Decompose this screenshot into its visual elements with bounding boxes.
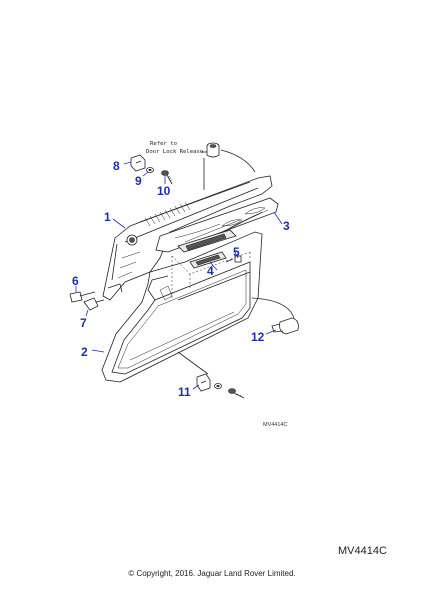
- leader-8: [123, 161, 132, 165]
- leader-9: [142, 171, 149, 177]
- washer-part-11: [214, 383, 222, 389]
- clip-leader: [251, 297, 295, 319]
- leader-7: [85, 309, 89, 317]
- note-line-1: Refer to: [150, 141, 177, 147]
- callout-4: 4: [207, 264, 214, 278]
- screw-part-10: [161, 170, 173, 185]
- washer-part-9: [146, 167, 154, 173]
- leader-5: [233, 249, 239, 259]
- grommet-leader: [220, 149, 256, 173]
- leader-4: [209, 261, 218, 271]
- handle-assembly: [171, 229, 251, 300]
- leader-12: [265, 329, 277, 335]
- callout-1: 1: [104, 210, 111, 224]
- leader-2: [91, 349, 105, 353]
- callout-7: 7: [80, 316, 87, 330]
- callout-11: 11: [178, 385, 191, 399]
- note-line-2: Door Lock Release: [146, 149, 204, 155]
- callout-6: 6: [72, 274, 79, 288]
- copyright-notice: © Copyright, 2016. Jaguar Land Rover Lim…: [128, 569, 296, 578]
- callout-8: 8: [113, 159, 120, 173]
- callout-5: 5: [233, 245, 240, 259]
- trim-panel-part-2: [101, 231, 263, 383]
- callout-12: 12: [251, 330, 265, 344]
- cup-grommet: [206, 142, 220, 158]
- callout-9: 9: [135, 174, 142, 188]
- screw-part-11: [228, 388, 245, 399]
- clip-part-12: [271, 317, 299, 335]
- fastener-part-7: [83, 297, 105, 311]
- leader-11: [192, 384, 200, 390]
- clip-part-8: [130, 154, 146, 172]
- leader-1: [112, 218, 126, 229]
- fastener-part-6: [69, 291, 96, 303]
- leader-3: [273, 211, 283, 225]
- callout-2: 2: [81, 345, 88, 359]
- diagram-code-small: MV4414C: [263, 422, 287, 428]
- callout-3: 3: [283, 219, 290, 233]
- callout-10: 10: [157, 184, 171, 198]
- clip-11-leader: [177, 351, 209, 375]
- diagram-code: MV4414C: [338, 545, 387, 557]
- clip-part-11: [196, 373, 211, 392]
- trim-panel-part-1: [102, 175, 273, 301]
- wood-capping-part-3: [155, 197, 279, 253]
